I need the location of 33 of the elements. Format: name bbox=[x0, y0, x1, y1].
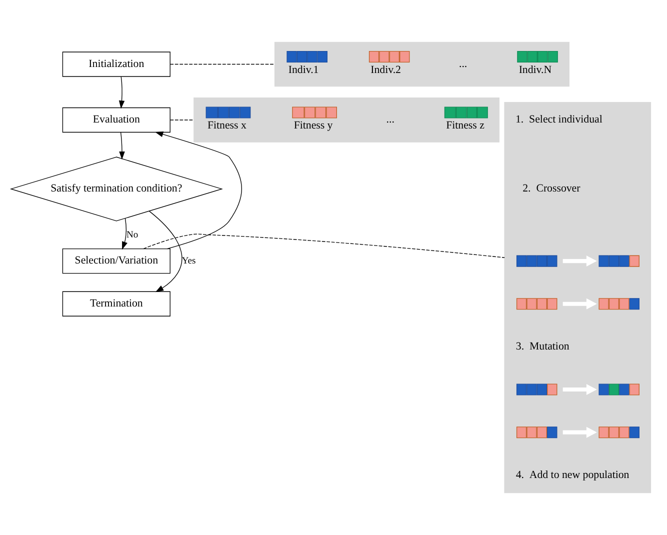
arrow bbox=[155, 132, 242, 250]
arrow bbox=[562, 426, 597, 438]
node-diamond: Satisfy termination condition? bbox=[10, 156, 223, 222]
node-box: Initialization bbox=[62, 52, 170, 77]
label: 1. Select individual bbox=[516, 114, 602, 126]
arrow bbox=[118, 76, 125, 109]
arrow bbox=[148, 210, 182, 292]
label: 3. Mutation bbox=[516, 340, 570, 352]
cluster bbox=[274, 42, 570, 87]
connector bbox=[143, 234, 505, 258]
arrow bbox=[122, 218, 128, 250]
node-label: Fitness x bbox=[207, 120, 246, 132]
connector bbox=[170, 64, 276, 65]
node-label: Indiv.1 bbox=[288, 64, 319, 76]
arrow bbox=[562, 298, 597, 310]
arrow bbox=[119, 132, 125, 160]
cluster bbox=[194, 98, 500, 142]
label: ... bbox=[459, 58, 468, 70]
node-box: Termination bbox=[62, 291, 170, 316]
arrow bbox=[562, 384, 597, 396]
edge-label: Yes bbox=[182, 256, 196, 267]
cluster bbox=[504, 102, 652, 494]
label: 2. Crossover bbox=[522, 182, 580, 195]
label: 4. Add to new population bbox=[516, 468, 630, 481]
node-label: Indiv.N bbox=[518, 64, 552, 76]
node-label: Fitness y bbox=[294, 120, 333, 132]
node-label: Fitness z bbox=[446, 120, 484, 132]
node-box: Evaluation bbox=[62, 107, 170, 133]
node-label: Indiv.2 bbox=[370, 64, 402, 76]
arrow bbox=[562, 256, 597, 267]
edge-label: No bbox=[126, 230, 138, 240]
node-box: Selection/Variation bbox=[62, 248, 170, 274]
label: ... bbox=[386, 114, 394, 126]
